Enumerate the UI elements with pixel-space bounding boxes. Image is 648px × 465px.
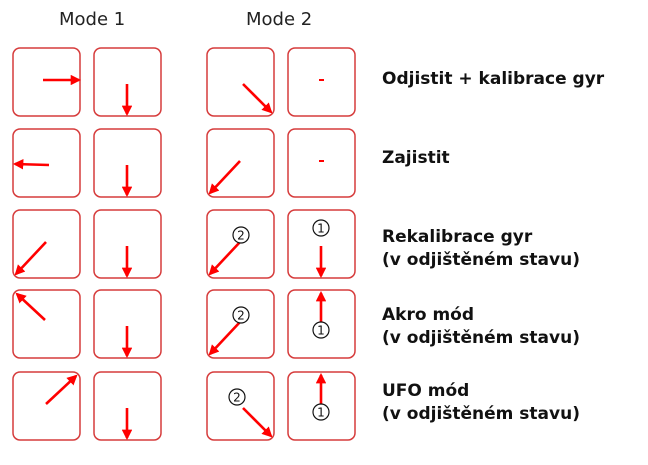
- stick-box: [93, 209, 162, 279]
- stick-box: [287, 47, 356, 117]
- row-label-recalibrate: Rekalibrace gyr (v odjištěném stavu): [382, 226, 580, 272]
- step-number: 2: [237, 229, 245, 243]
- stick-arrow-up-right: [45, 374, 78, 405]
- stick-box: 2: [206, 209, 275, 279]
- row-label-unlock: Odjistit + kalibrace gyr: [382, 68, 604, 91]
- stick-arrow-left: [12, 159, 50, 170]
- stick-box: 2: [206, 289, 275, 359]
- row-label-line: (v odjištěném stavu): [382, 404, 580, 424]
- step-badge: [228, 388, 246, 406]
- stick-box: [93, 128, 162, 198]
- step-badge: [312, 321, 330, 339]
- stick-arrow-down-left: [14, 241, 47, 276]
- row-label-line: (v odjištěném stavu): [382, 250, 580, 270]
- step-number: 1: [317, 324, 325, 338]
- row-label-lock: Zajistit: [382, 147, 450, 170]
- row-label-line: Odjistit + kalibrace gyr: [382, 69, 605, 89]
- stick-box: [12, 371, 81, 441]
- row-label-line: Rekalibrace gyr: [382, 227, 533, 247]
- step-number: 1: [317, 406, 325, 420]
- step-badge: [232, 226, 250, 244]
- stick-arrow-down-left: [208, 160, 241, 195]
- stick-box: [12, 128, 81, 198]
- stick-box: [206, 47, 275, 117]
- stick-box: [12, 47, 82, 117]
- stick-arrow-down-right: [242, 407, 273, 438]
- stick-arrow-up-left: [15, 292, 46, 321]
- stick-box: [93, 47, 162, 117]
- stick-box: [12, 209, 81, 279]
- step-badge: [312, 219, 330, 237]
- stick-arrow-down-left: [208, 321, 241, 356]
- stick-box: [93, 289, 162, 359]
- stick-box: [206, 128, 275, 198]
- row-label-line: (v odjištěném stavu): [382, 328, 580, 348]
- step-number: 2: [237, 309, 245, 323]
- stick-arrow-down-left: [208, 241, 241, 276]
- stick-box: [12, 289, 81, 359]
- row-label-line: UFO mód: [382, 381, 470, 401]
- step-number: 2: [233, 391, 241, 405]
- stick-box: 2: [206, 371, 275, 441]
- row-label-line: Akro mód: [382, 305, 475, 325]
- stick-box: 1: [287, 209, 356, 279]
- row-label-line: Zajistit: [382, 148, 450, 168]
- step-badge: [312, 403, 330, 421]
- stick-box: 1: [287, 371, 356, 441]
- stick-box: 1: [287, 289, 356, 359]
- mode1-header: Mode 1: [59, 9, 126, 30]
- row-label-ufo: UFO mód (v odjištěném stavu): [382, 380, 580, 426]
- step-badge: [232, 306, 250, 324]
- stick-box: [287, 128, 356, 198]
- stick-box: [93, 371, 162, 441]
- stick-arrow-down-right: [242, 83, 273, 114]
- mode2-header: Mode 2: [246, 9, 313, 30]
- row-label-acro: Akro mód (v odjištěném stavu): [382, 304, 580, 350]
- step-number: 1: [317, 222, 325, 236]
